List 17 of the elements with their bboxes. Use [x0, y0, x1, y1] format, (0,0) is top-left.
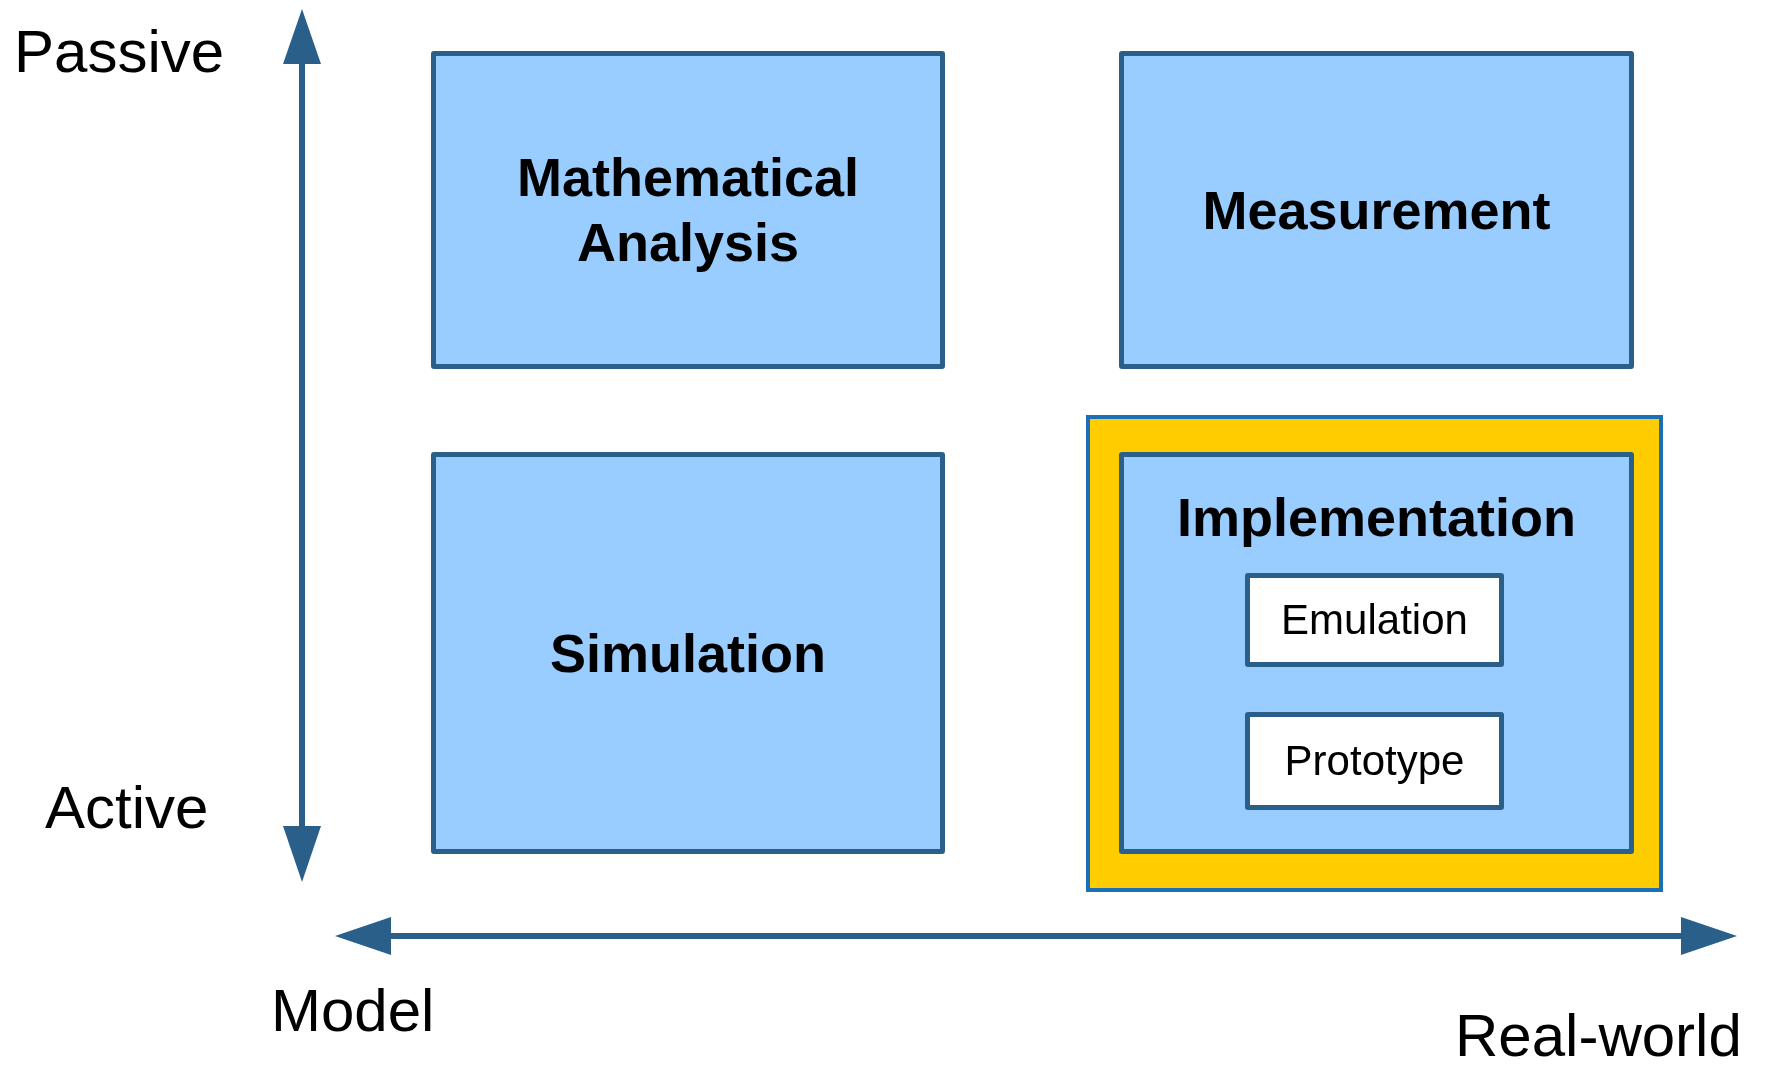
category-box [1119, 452, 1634, 854]
axis-label: Active [45, 778, 209, 838]
box-title: Simulation [550, 621, 826, 685]
category-box [1119, 51, 1634, 369]
axis-label: Real-world [1455, 1006, 1742, 1066]
highlight-frame [1086, 415, 1663, 892]
box-title: Mathematical Analysis [515, 146, 861, 274]
box-title: Implementation [1176, 486, 1576, 549]
category-box [431, 51, 945, 369]
box-title: Prototype [1284, 737, 1465, 785]
box-title: Measurement [1202, 178, 1551, 242]
sub-box [1245, 712, 1504, 810]
axis-label: Passive [14, 22, 225, 82]
box-title: Emulation [1281, 596, 1468, 644]
category-box [431, 452, 945, 854]
axis-label: Model [271, 981, 435, 1041]
sub-box [1245, 573, 1504, 667]
